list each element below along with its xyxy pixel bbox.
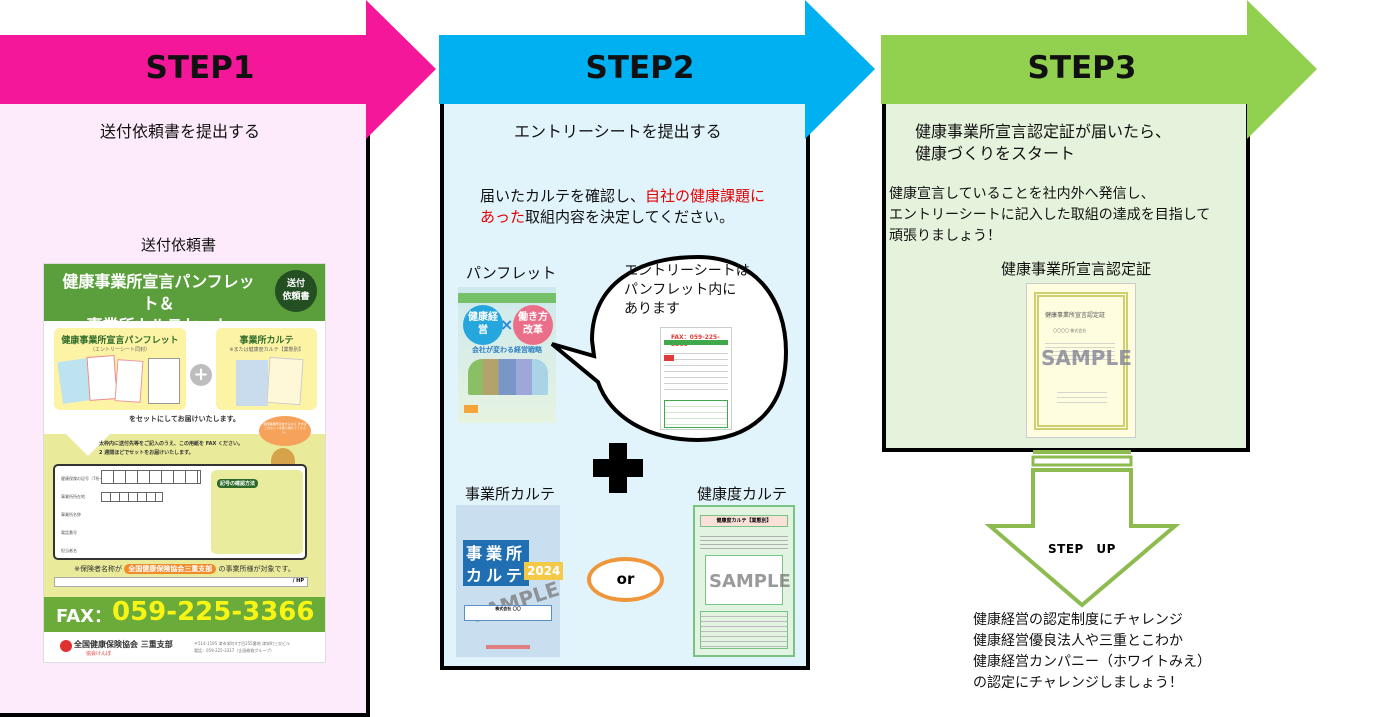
flyer-instructions: 太枠内に送付先等をご記入のうえ、この用紙を FAX ください。 2 週間ほどでセ… [99, 441, 244, 456]
confirm-method-box: 記号の確認方法 [211, 470, 303, 554]
health-karte-cover: 健康度カルテ【業態別】 SAMPLE [693, 505, 795, 657]
pamphlet-thumb-3 [114, 359, 144, 403]
pamphlet-people-illustration [468, 359, 548, 395]
certificate-label: 健康事業所宣言認定証 [1001, 260, 1152, 278]
step-up-description: 健康経営の認定制度にチャレンジ 健康経営優良法人や三重とこわか 健康経営カンパニ… [973, 612, 1211, 691]
step-up-label: STEP UP [1048, 542, 1116, 556]
step2-instruction: 届いたカルテを確認し、自社の健康課題に あった取組内容を決定してください。 [480, 187, 766, 226]
pamphlet-circle-right: 働き方改革 [513, 305, 553, 345]
pamphlet-circle-left: 健康経営 [463, 305, 503, 345]
step1-doc-title: 送付依頼書 [141, 236, 217, 254]
flyer-footer: 全国健康保険協会 三重支部 協会けんぽ 〒514-1195 津市栄町4丁目255… [44, 632, 325, 664]
request-form-flyer: 健康事業所宣言パンフレット＆ 事業所カルテセット 送付 依頼書 健康事業所宣言パ… [43, 263, 326, 663]
step3-body: 健康宣言していることを社内外へ発信し、 エントリーシートに記入した取組の達成を目… [889, 186, 1211, 244]
karte-thumb-1 [236, 360, 268, 406]
step2-arrow [439, 0, 875, 139]
step3-arrow [881, 0, 1317, 139]
flyer-badge: 送付 依頼書 [275, 270, 317, 312]
pamphlet-thumb-4 [148, 358, 180, 404]
flyer-form: 健康保険の記号（7桁〜8桁） 事業所所在地 事業所名称 電話番号 担当者名 記号… [53, 464, 307, 560]
flyer-hp-row: / HP [54, 577, 308, 587]
pamphlet-cover: 健康経営 × 働き方改革 会社が変わる経営戦略 [458, 287, 556, 423]
office-karte-label: 事業所カルテ [465, 485, 556, 503]
mascot-speech: 健康事業所宣言するなら まずはこのセットを取り寄せてください。 [259, 416, 311, 446]
step3-heading: 健康事業所宣言認定証が届いたら、 健康づくりをスタート [915, 122, 1172, 163]
office-karte-cover: 事業所 カルテ 2024 SAMPLE 株式会社 〇〇 [456, 505, 564, 657]
step1-arrow [0, 0, 436, 139]
step-up-arrow [984, 450, 1181, 608]
form-zip-boxes [101, 492, 163, 502]
flyer-header: 健康事業所宣言パンフレット＆ 事業所カルテセット 送付 依頼書 [44, 264, 325, 335]
pamphlet-thumb-2 [86, 355, 118, 401]
flyer-set-caption: をセットにしてお届けいたします。 [129, 415, 240, 423]
flyer-fax-bar: FAX： 059-225-3366 [44, 597, 325, 632]
certificate-thumbnail: 健康事業所宣言認定証 〇〇〇〇 株式会社 SAMPLE [1026, 283, 1136, 438]
step2-label: STEP2 [585, 50, 695, 86]
pamphlet-label: パンフレット [466, 264, 557, 282]
step1-label: STEP1 [145, 50, 255, 86]
flyer-title-line1: 健康事業所宣言パンフレット＆ [62, 272, 255, 313]
karte-thumb-2 [266, 356, 304, 406]
plus-icon [593, 443, 643, 493]
step3-label: STEP3 [1027, 50, 1137, 86]
flyer-plus-icon: + [190, 364, 212, 386]
form-code-boxes [101, 470, 201, 484]
flyer-target-note: ※保険者名称が 全国健康保険協会三重支部 の事業所様が対象です。 [74, 564, 295, 574]
bubble-text: エントリーシートは パンフレット内に あります [624, 263, 750, 317]
kyokai-logo-icon [60, 640, 72, 652]
fax-number: 059-225-3366 [112, 597, 315, 627]
health-karte-label: 健康度カルテ [697, 485, 788, 503]
or-oval: or [587, 557, 664, 602]
entry-sheet-thumbnail: FAX：059-225-3366 [660, 327, 732, 430]
down-arrow-icon [66, 434, 110, 456]
flyer-karte-box: 事業所カルテ ※または健康度カルテ【業態別】 [216, 328, 317, 410]
pamphlet-subtitle: 会社が変わる経営戦略 [472, 346, 542, 354]
step1-heading: 送付依頼書を提出する [100, 122, 261, 141]
flyer-pamphlet-box: 健康事業所宣言パンフレット （エントリーシート同封） [54, 328, 186, 410]
step2-heading: エントリーシートを提出する [514, 122, 722, 141]
